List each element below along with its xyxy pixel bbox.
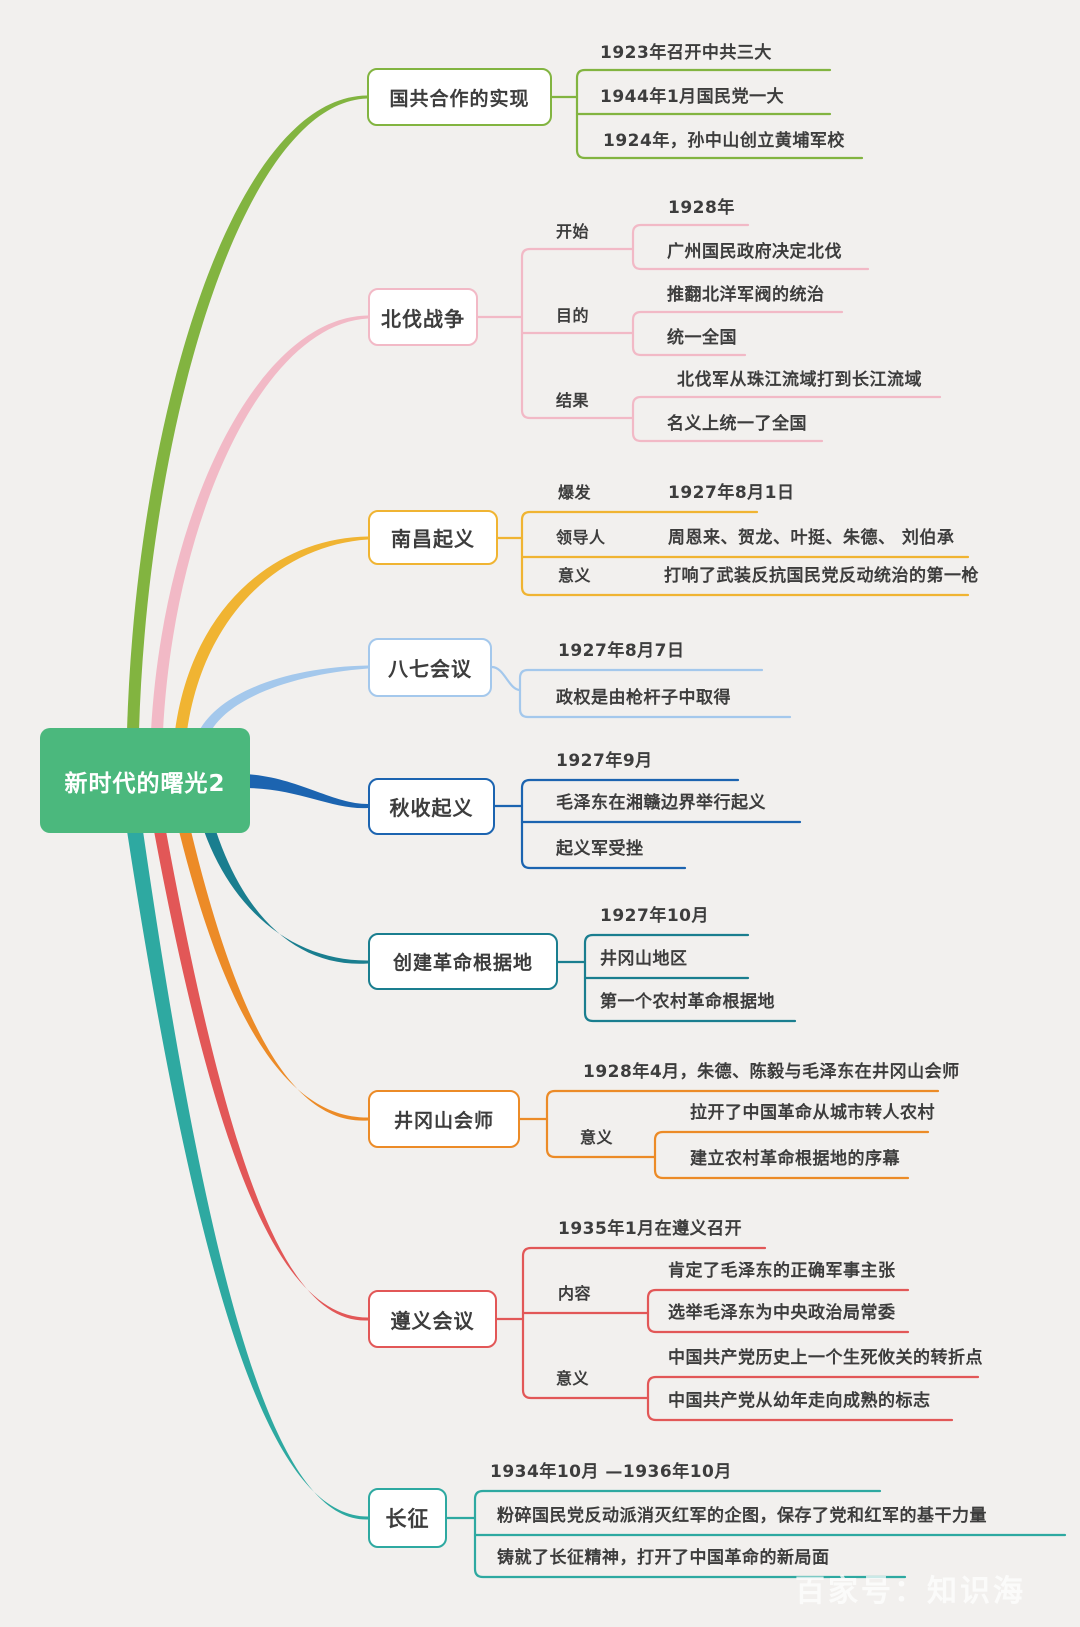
leaf-text: 名义上统一了全国 (667, 414, 807, 434)
branch-curve-nanchang-uprising (175, 536, 368, 731)
leaf-text: 统一全国 (667, 328, 737, 348)
connector-group-northern-expedition (476, 223, 942, 443)
branch-box-jinggangshan-meeting: 井冈山会师 (368, 1090, 520, 1148)
leaf-text: 打响了武装反抗国民党反动统治的第一枪 (664, 566, 979, 586)
branch-curve-kmt-ccp-cooperation (127, 95, 367, 731)
leaf-text: 1928年4月，朱德、陈毅与毛泽东在井冈山会师 (583, 1062, 960, 1082)
branch-curve-zunyi-conference (154, 831, 368, 1321)
branch-box-zunyi-conference: 遵义会议 (368, 1290, 497, 1348)
central-topic: 新时代的曙光2 (40, 728, 250, 833)
group-label: 目的 (556, 306, 590, 325)
leaf-text: 1927年8月7日 (558, 641, 685, 661)
branch-curve-long-march (127, 831, 368, 1520)
leaf-text: 肯定了毛泽东的正确军事主张 (668, 1261, 896, 1281)
leaf-text: 1935年1月在遵义召开 (558, 1219, 743, 1239)
leaf-text: 井冈山地区 (600, 949, 688, 969)
branch-box-northern-expedition: 北伐战争 (368, 288, 478, 346)
row-label: 爆发 (558, 483, 592, 502)
branch-box-revolutionary-base: 创建革命根据地 (368, 933, 558, 990)
connector-group-kmt-ccp (550, 68, 864, 160)
leaf-text: 1928年 (668, 198, 735, 218)
leaf-text: 北伐军从珠江流域打到长江流域 (677, 370, 922, 390)
leaf-text: 起义军受挫 (556, 839, 644, 859)
leaf-text: 第一个农村革命根据地 (600, 992, 775, 1012)
connector-group-revolutionary-base (556, 933, 797, 1023)
leaf-text: 中国共产党从幼年走向成熟的标志 (668, 1391, 931, 1411)
connector-group-autumn-harvest (493, 778, 802, 870)
leaf-text: 政权是由枪杆子中取得 (556, 688, 731, 708)
connector-group-zunyi (495, 1246, 980, 1422)
row-label: 领导人 (556, 528, 606, 547)
leaf-text: 铸就了长征精神，打开了中国革命的新局面 (497, 1548, 830, 1568)
leaf-text: 1924年，孙中山创立黄埔军校 (603, 131, 845, 151)
group-label: 意义 (580, 1128, 614, 1147)
leaf-text: 周恩来、贺龙、叶挺、朱德、 刘伯承 (668, 528, 955, 548)
watermark-text: 百家号：知识海 (795, 1574, 1026, 1609)
branch-box-autumn-harvest-uprising: 秋收起义 (368, 778, 495, 835)
connector-group-jinggangshan (518, 1089, 940, 1180)
leaf-text: 推翻北洋军阀的统治 (667, 285, 825, 305)
leaf-text: 1927年8月1日 (668, 483, 795, 503)
leaf-text: 1923年召开中共三大 (600, 43, 772, 63)
connector-group-august-7 (490, 665, 792, 719)
leaf-text: 粉碎国民党反动派消灭红军的企图，保存了党和红军的基干力量 (497, 1506, 987, 1526)
leaf-text: 中国共产党历史上一个生死攸关的转折点 (668, 1348, 983, 1368)
leaf-text: 毛泽东在湘赣边界举行起义 (556, 793, 766, 813)
connector-group-nanchang (496, 510, 970, 597)
branch-curve-autumn-harvest-uprising (245, 774, 368, 809)
branch-box-kmt-ccp-cooperation: 国共合作的实现 (367, 68, 552, 126)
branch-curve-august-7-meeting (199, 665, 368, 731)
leaf-text: 1927年9月 (556, 751, 653, 771)
group-label: 开始 (556, 222, 590, 241)
branch-box-august-7-meeting: 八七会议 (368, 638, 492, 697)
leaf-text: 广州国民政府决定北伐 (667, 242, 842, 262)
leaf-text: 拉开了中国革命从城市转人农村 (690, 1103, 935, 1123)
branch-curve-jinggangshan-meeting (179, 831, 368, 1121)
group-label: 意义 (556, 1369, 590, 1388)
branch-box-nanchang-uprising: 南昌起义 (368, 510, 498, 565)
leaf-text: 1934年10月 —1936年10月 (490, 1462, 732, 1482)
leaf-text: 1944年1月国民党一大 (600, 87, 785, 107)
branch-box-long-march: 长征 (368, 1488, 447, 1548)
group-label: 内容 (558, 1284, 592, 1303)
branch-curve-revolutionary-base (204, 831, 368, 964)
connector-group-long-march (445, 1489, 1067, 1579)
branch-curve-northern-expedition (151, 315, 368, 731)
row-label: 意义 (558, 566, 592, 585)
leaf-text: 选举毛泽东为中央政治局常委 (668, 1303, 896, 1323)
leaf-text: 1927年10月 (600, 906, 709, 926)
leaf-text: 建立农村革命根据地的序幕 (690, 1149, 900, 1169)
group-label: 结果 (556, 391, 590, 410)
